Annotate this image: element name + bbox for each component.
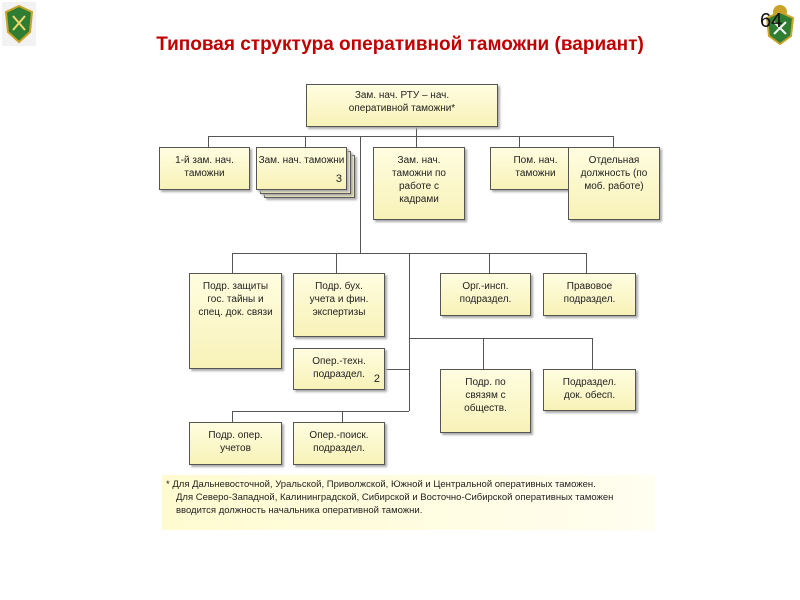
org-box-accounting: Подр. бух. учета и фин. экспертизы bbox=[293, 273, 385, 337]
org-box-head: Зам. нач. РТУ – нач. оперативной таможни… bbox=[306, 84, 498, 127]
footnote-line-1: * Для Дальневосточной, Уральской, Привол… bbox=[166, 479, 596, 490]
connector bbox=[409, 338, 592, 339]
customs-emblem-left bbox=[2, 2, 36, 46]
org-box-oper-records: Подр. опер. учетов bbox=[189, 422, 282, 465]
org-box-deputies: Зам. нач. таможни 3 bbox=[256, 147, 347, 190]
connector bbox=[360, 136, 361, 253]
org-box-org-insp: Орг.-инсп. подраздел. bbox=[440, 273, 531, 316]
connector bbox=[613, 136, 614, 147]
connector bbox=[208, 136, 613, 137]
connector bbox=[409, 253, 410, 411]
connector bbox=[592, 338, 593, 369]
org-box-public-relations: Подр. по связям с обществ. bbox=[440, 369, 531, 433]
org-box-doc-support: Подраздел. док. обесп. bbox=[543, 369, 636, 411]
box-label: Зам. нач. таможни bbox=[258, 155, 345, 166]
connector bbox=[336, 253, 337, 273]
org-box-mob-position: Отдельная должность (по моб. работе) bbox=[568, 147, 660, 220]
connector bbox=[208, 136, 209, 147]
connector bbox=[305, 136, 306, 147]
footnote-line-2: Для Северо-Западной, Калининградской, Си… bbox=[176, 492, 614, 516]
connector bbox=[489, 253, 490, 273]
customs-emblem-right bbox=[765, 5, 795, 46]
page-title: Типовая структура оперативной таможни (в… bbox=[156, 34, 644, 55]
connector bbox=[385, 369, 409, 370]
connector bbox=[483, 338, 484, 369]
connector bbox=[416, 127, 417, 147]
org-box-assistant: Пом. нач. таможни bbox=[490, 147, 581, 190]
org-box-legal: Правовое подраздел. bbox=[543, 273, 636, 316]
connector bbox=[586, 253, 587, 273]
org-box-first-deputy: 1-й зам. нач. таможни bbox=[159, 147, 250, 190]
connector bbox=[232, 411, 409, 412]
org-box-oper-search: Опер.-поиск. подраздел. bbox=[293, 422, 385, 465]
count-badge: 2 bbox=[373, 373, 380, 385]
connector bbox=[519, 136, 520, 147]
org-box-hr-deputy: Зам. нач. таможни по работе с кадрами bbox=[373, 147, 465, 220]
connector bbox=[232, 253, 233, 273]
connector bbox=[342, 411, 343, 422]
count-badge: 3 bbox=[335, 173, 342, 185]
org-box-oper-tech: Опер.-техн. подраздел. 2 bbox=[293, 348, 385, 390]
connector bbox=[232, 411, 233, 422]
page-number: 64 bbox=[760, 10, 783, 32]
box-label: Опер.-техн. подраздел. bbox=[312, 356, 366, 380]
footnote: * Для Дальневосточной, Уральской, Привол… bbox=[162, 475, 655, 530]
org-box-state-secret: Подр. защиты гос. тайны и спец. док. свя… bbox=[189, 273, 282, 369]
